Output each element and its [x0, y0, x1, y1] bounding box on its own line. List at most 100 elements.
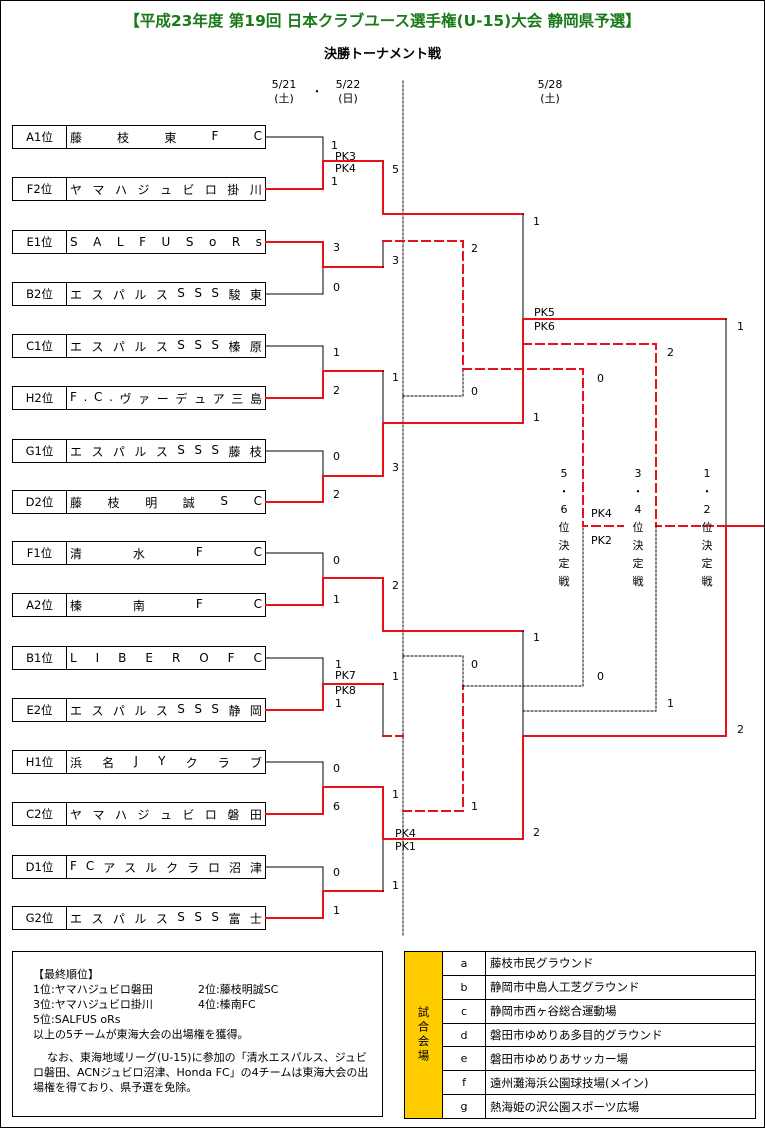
- bracket-line-winner: [382, 160, 524, 215]
- score: 6: [333, 800, 340, 813]
- page-title: 【平成23年度 第19回 日本クラブユース選手権(U-15)大会 静岡県予選】: [124, 12, 641, 30]
- score: 1: [335, 658, 342, 671]
- bracket-line-winner: [265, 475, 384, 503]
- bracket-line: [265, 552, 324, 579]
- pk-score: PK7: [335, 669, 356, 682]
- bracket-line-winner: [522, 318, 727, 424]
- pk-score: PK4: [335, 162, 356, 175]
- venue-code: c: [443, 999, 486, 1023]
- score: 1: [333, 904, 340, 917]
- score: 3: [392, 461, 399, 474]
- score: 0: [597, 670, 604, 683]
- score: 1: [331, 139, 338, 152]
- bracket-line-winner: [265, 241, 384, 268]
- venue-name: 藤枝市民グラウンド: [490, 956, 594, 971]
- team-seed: A2位: [13, 594, 67, 616]
- team-entry: F2位ヤマハジュビロ掛川: [12, 177, 266, 201]
- score: 0: [471, 658, 478, 671]
- team-seed: E2位: [13, 699, 67, 721]
- loser-line: [402, 655, 464, 687]
- date-separator: ・: [311, 85, 323, 98]
- score: 1: [533, 631, 540, 644]
- score: 1: [333, 346, 340, 359]
- venue-name: 静岡市中島人工芝グラウンド: [490, 980, 640, 995]
- score: 5: [392, 163, 399, 176]
- venue-row: e 磐田市ゆめりあサッカー場: [443, 1047, 755, 1072]
- pk-score: PK2: [591, 534, 612, 547]
- date-round3: 5/28(土): [537, 78, 563, 105]
- standing-4th: 4位:榛南FC: [198, 998, 256, 1011]
- bracket-line-winner: [382, 422, 524, 477]
- score: 1: [331, 175, 338, 188]
- venue-header: 試合会場: [405, 952, 443, 1118]
- loser-line-winner: [522, 343, 727, 527]
- score: 2: [333, 384, 340, 397]
- score: 3: [333, 241, 340, 254]
- label-3-4-place: 3 ・ 4 位 決 定 戦: [632, 467, 644, 588]
- team-seed: H1位: [13, 751, 67, 773]
- date-round2: 5/22(日): [335, 78, 361, 105]
- venue-name: 静岡市西ヶ谷総合運動場: [490, 1004, 617, 1019]
- pk-score: PK3: [335, 150, 356, 163]
- bracket-line: [265, 450, 324, 477]
- standing-2nd: 2位:藤枝明誠SC: [198, 983, 279, 996]
- score: 1: [335, 697, 342, 710]
- label-5-6-place: 5 ・ 6 位 決 定 戦: [558, 467, 570, 588]
- bracket-line-winner: [265, 683, 384, 711]
- loser-line: [402, 368, 464, 397]
- venue-code: e: [443, 1047, 486, 1071]
- score: 1: [533, 411, 540, 424]
- standings-header: 【最終順位】: [33, 968, 99, 981]
- team-seed: C1位: [13, 335, 67, 357]
- score: 2: [667, 346, 674, 359]
- score: 2: [471, 242, 478, 255]
- score: 2: [737, 723, 744, 736]
- venue-name: 磐田市ゆめりあサッカー場: [490, 1051, 628, 1066]
- bracket-line-winner: [265, 370, 384, 399]
- pk-score: PK8: [335, 684, 356, 697]
- page-subtitle: 決勝トーナメント戦: [323, 47, 441, 62]
- score: 2: [533, 826, 540, 839]
- date-round1: 5/21(土): [271, 78, 297, 105]
- standing-1st: 1位:ヤマハジュビロ磐田: [33, 983, 153, 996]
- bracket-line: [265, 345, 324, 372]
- venue-name: 磐田市ゆめりあ多目的グラウンド: [490, 1028, 663, 1042]
- standing-note: なお、東海地域リーグ(U-15)に参加の「清水エスパルス、ジュビロ磐田、ACNジ…: [33, 1051, 369, 1094]
- bracket-line: [265, 657, 324, 685]
- team-seed: B1位: [13, 647, 67, 669]
- team-name: ヤマハジュビロ掛川: [70, 182, 262, 197]
- bracket-line-winner: [522, 735, 727, 840]
- team-seed: F1位: [13, 542, 67, 564]
- team-name: F.C.ヴァーデュア三島: [70, 389, 262, 406]
- venue-name: 遠州灘海浜公園球技場(メイン): [490, 1075, 649, 1090]
- bracket-line-winner: [265, 786, 384, 815]
- team-seed: D1位: [13, 856, 67, 878]
- standing-5th: 5位:SALFUS oRs: [33, 1013, 121, 1026]
- pk-score: PK4: [395, 827, 416, 840]
- venue-code: g: [443, 1095, 486, 1119]
